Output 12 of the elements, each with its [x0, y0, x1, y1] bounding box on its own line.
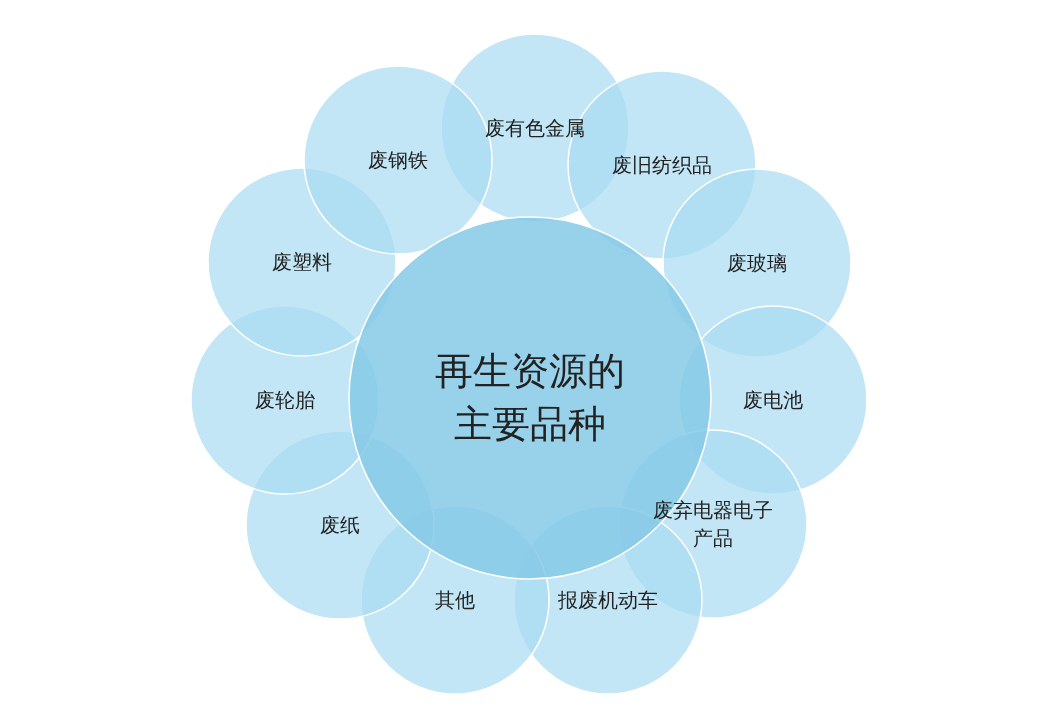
category-label: 废纸	[319, 512, 361, 539]
category-label: 废钢铁	[367, 147, 429, 174]
category-label: 报废机动车	[557, 587, 659, 614]
category-label: 废旧纺织品	[611, 152, 713, 179]
category-label: 废轮胎	[254, 387, 316, 414]
category-label: 废有色金属	[484, 115, 586, 142]
center-title: 再生资源的主要品种	[434, 347, 626, 448]
category-label: 其他	[434, 587, 476, 614]
category-label: 废电池	[742, 387, 804, 414]
category-label: 废弃电器电子产品	[652, 497, 774, 552]
category-label: 废玻璃	[726, 250, 788, 277]
category-label: 废塑料	[271, 249, 333, 276]
